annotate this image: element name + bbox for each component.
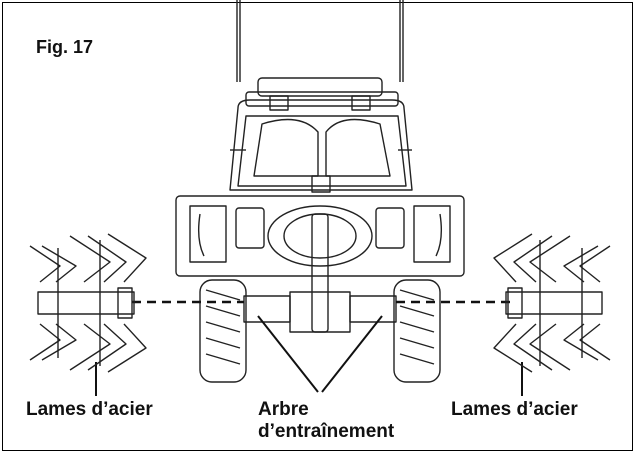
figure-frame	[2, 2, 633, 451]
engine-housing	[229, 77, 413, 193]
drive-shaft-label-line1: Arbre	[258, 399, 309, 420]
transmission-housing	[175, 195, 465, 277]
drive-shaft-label-line2: d’entraînement	[258, 421, 395, 442]
right-tine-assembly	[493, 233, 611, 373]
handle-bars	[236, 0, 404, 82]
drive-gearbox	[243, 213, 397, 333]
figure-title: Fig. 17	[36, 37, 94, 57]
drive-shaft-label: Arbre d’entraînement	[258, 399, 394, 443]
right-blades-label: Lames d’acier	[451, 399, 578, 420]
pointer-lines	[95, 315, 523, 396]
right-wheel	[393, 279, 441, 383]
left-tine-assembly	[29, 233, 147, 373]
left-wheel	[199, 279, 247, 383]
left-blades-label: Lames d’acier	[26, 399, 153, 420]
